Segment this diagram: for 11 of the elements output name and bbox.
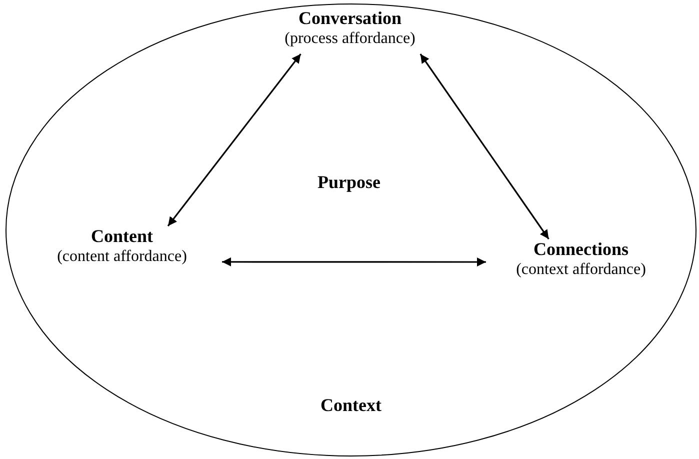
node-title: Content xyxy=(91,226,153,247)
node-title: Connections xyxy=(533,239,628,260)
center-label: Purpose xyxy=(318,172,380,193)
node-subtitle: (context affordance) xyxy=(516,260,646,279)
double-arrow xyxy=(420,54,550,240)
double-arrow xyxy=(167,54,302,226)
region-title: Context xyxy=(320,395,382,416)
node-subtitle: (content affordance) xyxy=(57,247,187,266)
node-subtitle: (process affordance) xyxy=(284,29,416,48)
double-arrow xyxy=(222,257,486,266)
node-title: Conversation xyxy=(298,8,402,29)
